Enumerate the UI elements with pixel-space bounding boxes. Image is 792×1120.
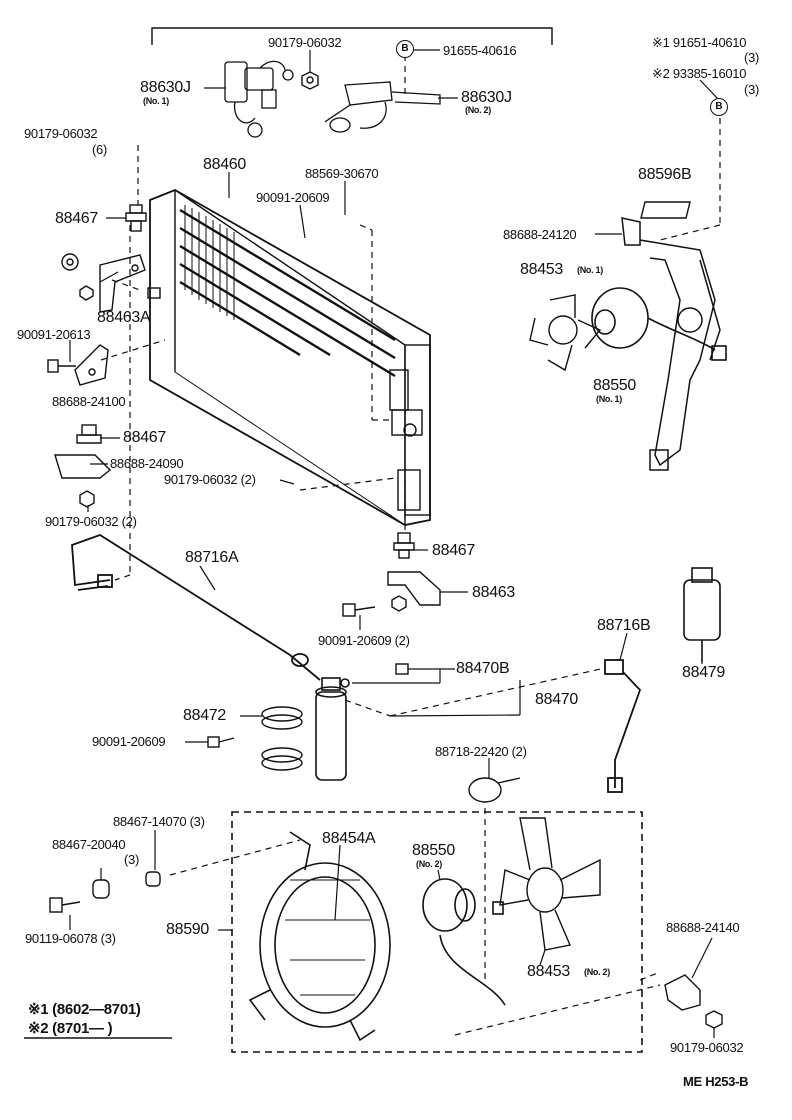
label-91655-40616[interactable]: 91655-40616 [443,43,517,58]
label-88688-24120[interactable]: 88688-24120 [503,227,577,242]
label-88453-no2-sub: (No. 2) [584,967,610,977]
label-90091-20609-b[interactable]: 90091-20609 (2) [318,633,410,648]
circle-mark-b-top: B [396,40,414,58]
label-88630j-no2-sub: (No. 2) [465,105,491,115]
legend-note-2: ※2 (8701— ) [28,1020,113,1037]
label-88453-no1-sub: (No. 1) [577,265,603,275]
label-88569-30670[interactable]: 88569-30670 [305,166,379,181]
pressure-switch-88467-a [125,204,147,232]
label-88688-24090[interactable]: 88688-24090 [110,456,184,471]
label-88460[interactable]: 88460 [203,156,246,173]
label-88467-20040-qty: (3) [124,852,139,867]
fan-88453-no1 [529,294,602,372]
label-90091-20613[interactable]: 90091-20613 [17,327,91,342]
label-90091-20609-c[interactable]: 90091-20609 [92,734,166,749]
label-88550-no2[interactable]: 88550 [412,842,455,859]
bolt-90091-20613 [47,359,76,373]
label-88467-20040[interactable]: 88467-20040 [52,837,126,852]
switch-88630j-no2 [324,81,441,133]
label-88550-no1[interactable]: 88550 [593,377,636,394]
label-90179-06032-top[interactable]: 90179-06032 [268,35,342,50]
label-88467-14070[interactable]: 88467-14070 (3) [113,814,205,829]
grommets-left [61,253,94,301]
label-88453-no2[interactable]: 88453 [527,963,570,980]
tube-88716B [604,659,642,793]
label-88479[interactable]: 88479 [682,664,725,681]
label-88688-24140[interactable]: 88688-24140 [666,920,740,935]
label-91651-40610-qty: (3) [744,50,759,65]
label-88718-22420[interactable]: 88718-22420 (2) [435,744,527,759]
label-91651-40610[interactable]: ※1 91651-40610 [652,35,747,50]
label-93385-16010[interactable]: ※2 93385-16010 [652,66,747,81]
label-93385-16010-qty: (3) [744,82,759,97]
switch-88630j-no1 [224,60,294,138]
diagram-code: ME H253-B [683,1074,749,1089]
label-88453-no1[interactable]: 88453 [520,261,563,278]
motor-88550-no2 [422,878,506,1006]
fan-shroud-88454A [248,831,391,1042]
bracket-88688-24100 [74,344,109,386]
label-88590[interactable]: 88590 [166,921,209,938]
label-88454a[interactable]: 88454A [322,830,376,847]
label-88463[interactable]: 88463 [472,584,515,601]
label-88630j-no1[interactable]: 88630J [140,79,191,96]
label-88472[interactable]: 88472 [183,707,226,724]
label-88596B [640,201,691,219]
label-90179-06032-br[interactable]: 90179-06032 [670,1040,744,1055]
legend-note-1: ※1 (8602—8701) [28,1001,141,1018]
label-90119-06078[interactable]: 90119-06078 (3) [25,931,116,946]
label-88470b[interactable]: 88470B [456,660,510,677]
label-88596b[interactable]: 88596B [638,166,692,183]
label-88716b[interactable]: 88716B [597,617,651,634]
label-88470[interactable]: 88470 [535,691,578,708]
receiver-dryer-88470 [315,677,350,781]
label-88630j-no1-sub: (No. 1) [143,96,169,106]
circle-mark-b-right: B [710,98,728,116]
bracket-88463A [99,254,161,313]
nut-90179-06032-br [705,1010,723,1029]
pressure-switch-88467-b [76,424,102,444]
bracket-88463 [387,571,441,612]
label-88716a[interactable]: 88716A [185,549,239,566]
label-88630j-no2[interactable]: 88630J [461,89,512,106]
bolt-90091-20609-b [342,603,376,617]
bracket-88688-24090 [54,454,112,479]
cap-88479 [683,567,721,662]
bolt-90119-06078 [49,897,81,913]
plug-88470B [395,663,409,675]
condenser-88460 [149,189,431,526]
clamp-88472 [261,706,303,771]
bolt-90091-20609-c [207,736,235,748]
label-88688-24100[interactable]: 88688-24100 [52,394,126,409]
fan-bracket-no1 [621,217,721,471]
pressure-switch-88467-c [393,532,415,559]
label-90179-06032-low[interactable]: 90179-06032 (2) [45,514,137,529]
nut-90179-06032-low [79,490,95,508]
grommet-88467-14070 [145,871,161,887]
fan-88453-no2 [499,817,601,951]
motor-88550-no1 [591,287,727,361]
label-90091-20609-a[interactable]: 90091-20609 [256,190,330,205]
fan-assembly-group-box [231,811,643,1053]
label-88463a[interactable]: 88463A [97,309,151,326]
label-88467-a[interactable]: 88467 [55,210,98,227]
label-88467-c[interactable]: 88467 [432,542,475,559]
label-90179-06032-left[interactable]: 90179-06032 [24,126,98,141]
tube-88716A [71,534,321,681]
nut-top [301,71,319,90]
grommet-88467-20040 [92,879,110,899]
label-90179-06032-left-qty: (6) [92,142,107,157]
label-88550-no1-sub: (No. 1) [596,394,622,404]
label-88467-b[interactable]: 88467 [123,429,166,446]
top-group-bracket [151,27,553,45]
label-90179-06032-mid[interactable]: 90179-06032 (2) [164,472,256,487]
label-88550-no2-sub: (No. 2) [416,859,442,869]
tie-88718-22420 [468,777,521,803]
bracket-88688-24140 [664,974,701,1011]
